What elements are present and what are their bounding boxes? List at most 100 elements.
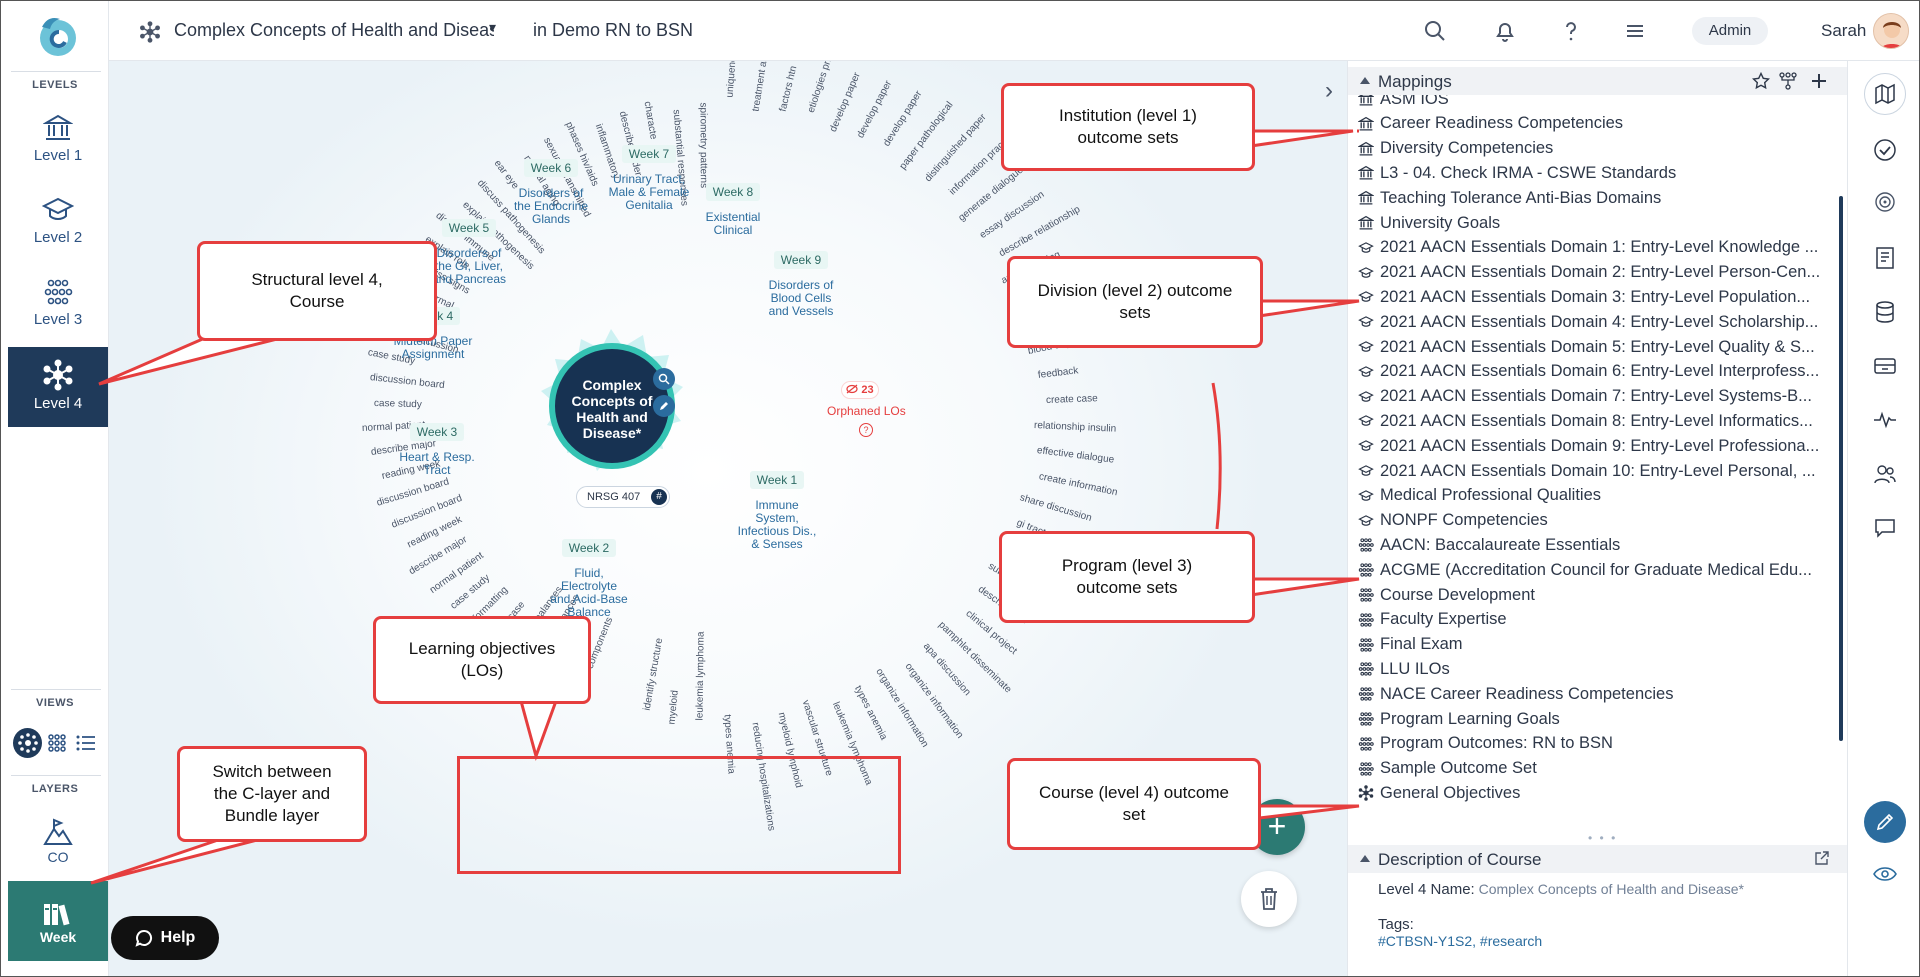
mapping-item[interactable]: 2021 AACN Essentials Domain 9: Entry-Lev… — [1358, 434, 1833, 458]
mapping-item[interactable]: 2021 AACN Essentials Domain 5: Entry-Lev… — [1358, 335, 1833, 359]
mapping-item[interactable]: Faculty Expertise — [1358, 608, 1833, 632]
orphan-count-badge[interactable]: 23 — [841, 381, 879, 399]
learning-objective-label[interactable]: develop paper — [827, 71, 863, 135]
level-2-button[interactable]: Level 2 — [8, 183, 108, 263]
mapping-item[interactable]: Course Development — [1358, 583, 1833, 607]
search-icon[interactable] — [1423, 19, 1447, 43]
mapping-item[interactable]: Teaching Tolerance Anti-Bias Domains — [1358, 186, 1833, 210]
learning-objective-label[interactable]: leukemia lymphoma — [694, 631, 707, 721]
edit-node-button[interactable] — [653, 395, 675, 417]
hierarchy-icon[interactable] — [1778, 72, 1798, 90]
mapping-item[interactable]: Program Learning Goals — [1358, 707, 1833, 731]
tags-value[interactable]: #CTBSN-Y1S2, #research — [1378, 933, 1543, 949]
help-button[interactable]: Help — [111, 916, 219, 960]
co-layer-button[interactable]: CO — [8, 809, 108, 879]
admin-role-button[interactable]: Admin — [1692, 17, 1768, 45]
mapping-item[interactable]: 2021 AACN Essentials Domain 6: Entry-Lev… — [1358, 360, 1833, 384]
learning-objective-label[interactable]: factors htn — [778, 64, 800, 113]
hash-tag-button[interactable]: # — [651, 489, 667, 505]
mappings-header[interactable]: Mappings — [1348, 67, 1848, 95]
level-4-button[interactable]: Level 4 — [8, 347, 108, 427]
mapping-item[interactable]: L3 - 04. Check IRMA - CSWE Standards — [1358, 161, 1833, 185]
mapping-item[interactable]: 2021 AACN Essentials Domain 3: Entry-Lev… — [1358, 285, 1833, 309]
avatar[interactable] — [1873, 13, 1909, 49]
document-button[interactable] — [1870, 243, 1900, 273]
orphan-help-icon[interactable]: ? — [859, 423, 873, 437]
plus-icon[interactable] — [1810, 72, 1828, 90]
learning-objective-label[interactable]: identify structure — [641, 637, 665, 712]
zoom-node-button[interactable] — [653, 368, 675, 390]
open-external-icon[interactable] — [1814, 850, 1830, 866]
users-button[interactable] — [1870, 459, 1900, 489]
mapping-item[interactable]: University Goals — [1358, 211, 1833, 235]
learning-objective-label[interactable]: discussion board — [369, 372, 446, 392]
map-view-button[interactable] — [1864, 73, 1906, 115]
radial-view-button[interactable] — [13, 728, 42, 758]
mapping-item[interactable]: ASM IOS — [1358, 95, 1833, 111]
mapping-item[interactable]: 2021 AACN Essentials Domain 7: Entry-Lev… — [1358, 385, 1833, 409]
learning-objective-label[interactable]: create case — [1045, 392, 1098, 406]
learning-objective-label[interactable]: relationship insulin — [1033, 419, 1117, 435]
learning-objective-label[interactable]: characte — [641, 100, 660, 140]
orphaned-los-label[interactable]: Orphaned LOs — [827, 404, 906, 418]
mapping-item[interactable]: 2021 AACN Essentials Domain 1: Entry-Lev… — [1358, 236, 1833, 260]
help-question-icon[interactable] — [1559, 19, 1583, 43]
mapping-item[interactable]: 2021 AACN Essentials Domain 2: Entry-Lev… — [1358, 261, 1833, 285]
mapping-item[interactable]: 2021 AACN Essentials Domain 8: Entry-Lev… — [1358, 409, 1833, 433]
course-code-tag[interactable]: NRSG 407 # — [576, 486, 670, 508]
mapping-item[interactable]: NACE Career Readiness Competencies — [1358, 682, 1833, 706]
mappings-scrollbar[interactable] — [1839, 196, 1843, 741]
edit-mode-button[interactable] — [1864, 801, 1906, 843]
mapping-item[interactable]: Career Readiness Competencies — [1358, 112, 1833, 136]
learning-objective-label[interactable]: case study — [373, 397, 423, 410]
level-3-button[interactable]: Level 3 — [8, 265, 108, 345]
user-name[interactable]: Sarah — [1821, 21, 1867, 40]
chevron-down-icon[interactable]: ▾ — [489, 19, 497, 35]
mapping-item[interactable]: Medical Professional Qualities — [1358, 484, 1833, 508]
mapping-item[interactable]: LLU ILOs — [1358, 657, 1833, 681]
level-1-button[interactable]: Level 1 — [8, 101, 108, 181]
panel-resize-handle[interactable]: • • • — [1588, 831, 1618, 845]
mapping-item[interactable]: Diversity Competencies — [1358, 137, 1833, 161]
analytics-button[interactable] — [1870, 405, 1900, 435]
learning-objective-label[interactable]: effective dialogue — [1036, 444, 1116, 466]
learning-objective-label[interactable]: treatment atherosclerosis — [750, 61, 779, 113]
mapping-item[interactable]: ACGME (Accreditation Council for Graduat… — [1358, 558, 1833, 582]
learning-objective-label[interactable]: pamphlet disseminate — [936, 619, 1014, 696]
collapse-panel-button[interactable]: › — [1325, 77, 1333, 104]
description-header[interactable]: Description of Course — [1348, 845, 1848, 873]
collapse-triangle-icon[interactable] — [1360, 77, 1370, 84]
mapping-item[interactable]: AACN: Baccalaureate Essentials — [1358, 533, 1833, 557]
mapping-item[interactable]: 2021 AACN Essentials Domain 4: Entry-Lev… — [1358, 310, 1833, 334]
collapse-triangle-icon[interactable] — [1360, 855, 1370, 862]
mapping-item[interactable]: Program Outcomes: RN to BSN — [1358, 732, 1833, 756]
database-button[interactable] — [1870, 297, 1900, 327]
grid-view-button[interactable] — [42, 728, 71, 758]
learning-objective-label[interactable]: create information — [1037, 470, 1119, 498]
archive-button[interactable] — [1870, 351, 1900, 381]
learning-objective-label[interactable]: feedback — [1037, 365, 1079, 381]
learning-objective-label[interactable]: uniqueness heart — [725, 61, 742, 98]
delete-button[interactable] — [1241, 871, 1297, 927]
mapping-item[interactable]: NONPF Competencies — [1358, 509, 1833, 533]
list-view-button[interactable] — [71, 728, 100, 758]
week-layer-button[interactable]: Week — [8, 881, 108, 961]
star-icon[interactable] — [1752, 72, 1770, 90]
comments-button[interactable] — [1870, 513, 1900, 543]
mapping-item[interactable]: Final Exam — [1358, 633, 1833, 657]
target-button[interactable] — [1870, 187, 1900, 217]
hamburger-menu-icon[interactable] — [1623, 19, 1647, 43]
app-logo-icon[interactable] — [34, 13, 80, 59]
learning-objective-label[interactable]: share discussion — [1018, 492, 1094, 525]
course-title-dropdown[interactable]: Complex Concepts of Health and Disease — [174, 20, 494, 40]
mapping-item[interactable]: Sample Outcome Set — [1358, 757, 1833, 781]
bell-icon[interactable] — [1493, 19, 1517, 43]
